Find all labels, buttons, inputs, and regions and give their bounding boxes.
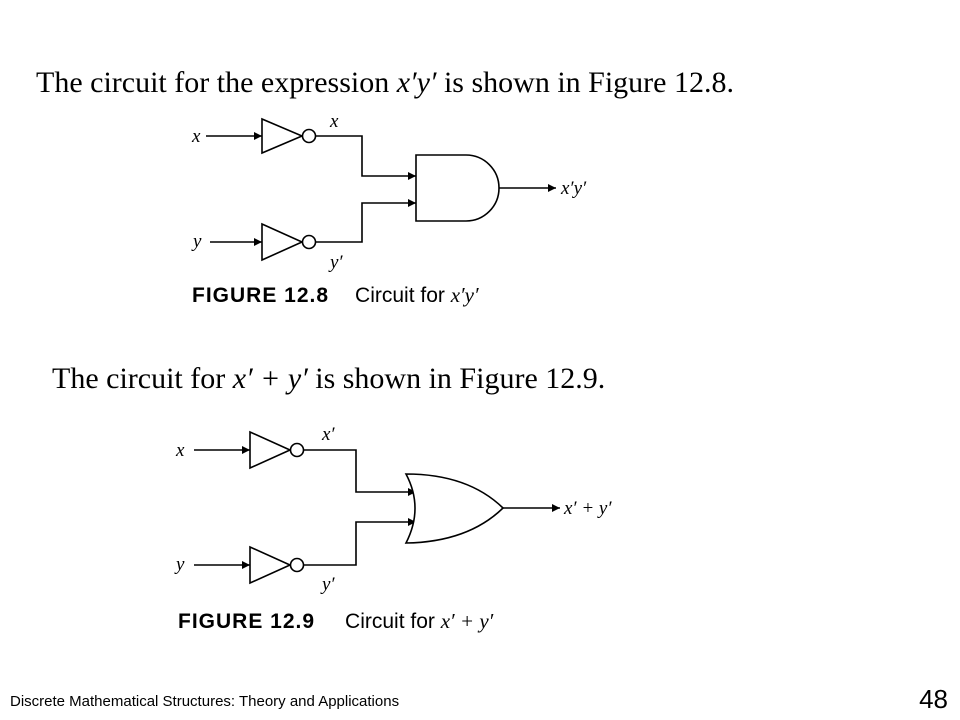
fig1-x-wire — [316, 135, 416, 180]
fig2-caption-expr: x′ + y′ — [440, 609, 494, 633]
fig2-or-gate — [404, 473, 505, 544]
fig2-y-inverter — [249, 545, 292, 585]
sentence-1: The circuit for the expression x′y′ is s… — [36, 66, 734, 99]
fig1-x-inverter — [261, 117, 305, 155]
fig1-input-x-label: x — [191, 126, 201, 147]
sentence-2-prefix: The circuit for — [52, 362, 233, 395]
fig1-output-label: x′y′ — [560, 178, 587, 199]
fig2-x-inverter-bubble — [289, 442, 305, 458]
fig1-y-inverter-bubble — [301, 234, 317, 250]
fig1-caption-expr: x′y′ — [450, 283, 479, 307]
fig1-inverter-x-label: x — [329, 111, 339, 132]
footer-book-title: Discrete Mathematical Structures: Theory… — [10, 693, 400, 710]
fig2-inverter-x-label: x′ — [321, 424, 335, 445]
figure-12-9-caption: FIGURE 12.9 Circuit for x′ + y′ — [178, 609, 494, 633]
fig1-x-inverter-bubble — [301, 128, 317, 144]
fig2-x-inverter — [249, 430, 292, 470]
figure-12-9-labels: x x′ y y′ x′ + y′ — [174, 424, 612, 595]
fig2-input-x-label: x — [175, 440, 185, 461]
sentence-1-prefix: The circuit for the expression — [36, 66, 397, 99]
page-number: 48 — [919, 684, 948, 714]
fig1-y-wire — [316, 199, 416, 243]
figure-12-8-circuit — [206, 117, 556, 262]
sentence-2-expr: x′ + y′ — [232, 362, 308, 395]
fig2-output-label: x′ + y′ — [563, 498, 612, 519]
sentence-2: The circuit for x′ + y′ is shown in Figu… — [52, 362, 605, 395]
figure-12-8-caption: FIGURE 12.8 Circuit for x′y′ — [192, 283, 479, 307]
fig1-caption-label: FIGURE 12.8 — [192, 284, 329, 307]
fig2-inverter-y-label: y′ — [320, 574, 335, 595]
figure-12-8-labels: x x y y′ x′y′ — [191, 111, 587, 273]
fig2-caption-prefix: Circuit for — [345, 610, 441, 633]
fig2-x-wire — [304, 449, 416, 496]
fig1-inverter-y-label: y′ — [328, 252, 343, 273]
fig1-input-y-label: y — [191, 231, 202, 252]
fig1-y-inverter — [261, 222, 304, 262]
fig1-caption-prefix: Circuit for — [355, 284, 451, 307]
sentence-1-suffix: is shown in Figure 12.8. — [436, 66, 734, 99]
sentence-1-expr: x′y′ — [396, 66, 437, 99]
fig1-and-gate — [415, 154, 500, 222]
figure-12-9-circuit — [194, 430, 560, 585]
sentence-2-suffix: is shown in Figure 12.9. — [308, 362, 606, 395]
fig2-y-wire — [304, 518, 416, 566]
fig2-input-y-label: y — [174, 554, 185, 575]
fig2-caption-label: FIGURE 12.9 — [178, 610, 315, 633]
fig2-y-inverter-bubble — [289, 557, 305, 573]
